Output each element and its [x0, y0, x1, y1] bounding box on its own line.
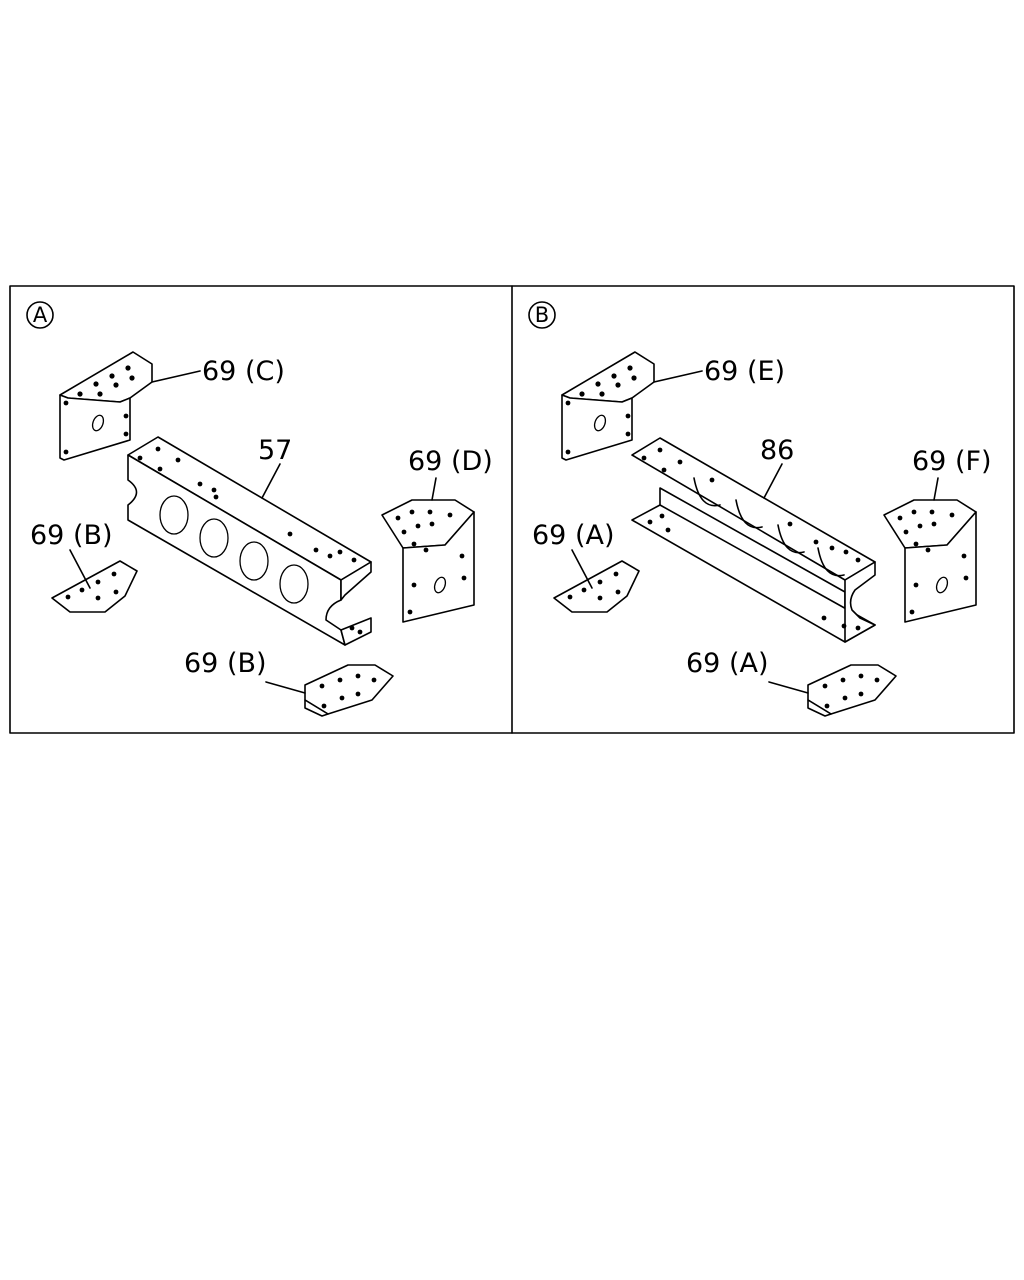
- leader-57: [261, 463, 281, 499]
- plate-69a-bottom: [807, 664, 897, 717]
- bracket-69d: [381, 499, 475, 623]
- panel-a-marker-circle: [26, 301, 54, 329]
- leader-86: [763, 463, 783, 499]
- leader-69c: [151, 370, 201, 383]
- panel-b-marker: B: [535, 303, 549, 327]
- label-69a-bottom: 69 (A): [686, 648, 768, 679]
- bracket-69f: [883, 499, 977, 623]
- label-69b-bottom: 69 (B): [184, 648, 267, 679]
- label-57: 57: [258, 435, 292, 466]
- panel-a: A 69 (C): [26, 301, 493, 717]
- leader-69f: [933, 477, 939, 501]
- plate-69b-left: [51, 560, 138, 613]
- leader-69d: [431, 477, 437, 501]
- leader-69b-left: [69, 549, 91, 589]
- label-69d: 69 (D): [408, 446, 493, 477]
- beam-57: [127, 436, 372, 646]
- label-86: 86: [760, 435, 794, 466]
- plate-69a-left: [553, 560, 640, 613]
- bracket-69c: [59, 351, 153, 461]
- leader-69b-bottom: [265, 681, 306, 694]
- label-69e: 69 (E): [704, 356, 785, 387]
- beam-86: [631, 437, 876, 643]
- label-69a-left: 69 (A): [532, 520, 614, 551]
- bracket-69e: [561, 351, 655, 461]
- leader-69a-left: [571, 549, 593, 589]
- label-69f: 69 (F): [912, 446, 992, 477]
- panel-b: B 69 (E): [528, 301, 992, 717]
- panel-b-marker-circle: [528, 301, 556, 329]
- leader-69e: [653, 370, 703, 383]
- leader-69a-bottom: [768, 681, 809, 694]
- label-69b-left: 69 (B): [30, 520, 113, 551]
- label-69c: 69 (C): [202, 356, 285, 387]
- panel-a-marker: A: [33, 303, 48, 327]
- plate-69b-bottom: [304, 664, 394, 717]
